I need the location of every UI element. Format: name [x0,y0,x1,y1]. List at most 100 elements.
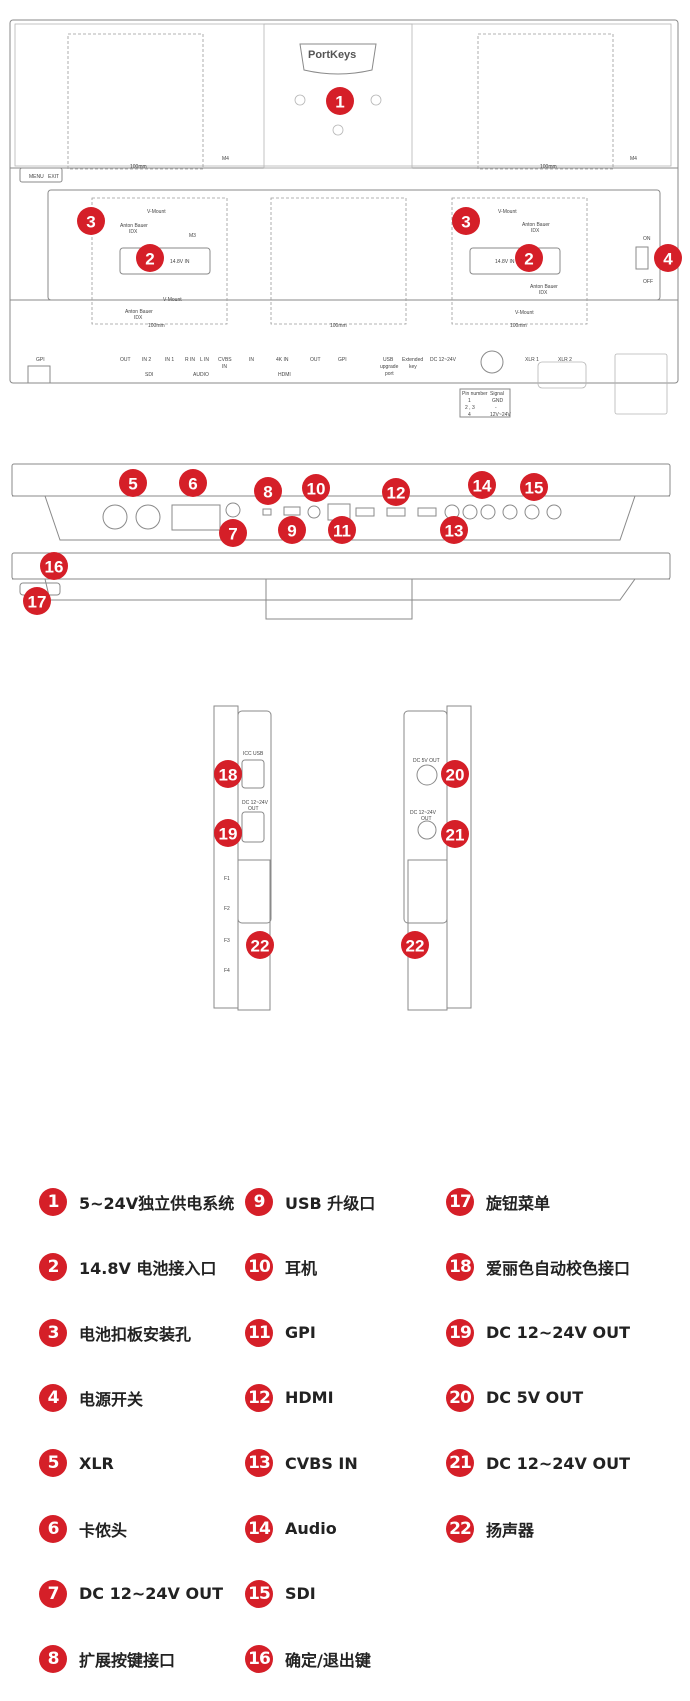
diagram-label: OUT [248,806,259,812]
diagram-label: 13 [445,522,464,541]
diagram-label: 14.8V IN [495,259,515,265]
legend-number-badge: 2 [39,1253,67,1282]
diagram-label: 12V~24V [490,412,511,418]
diagram-label: F4 [224,968,230,974]
diagram-label: XLR 2 [558,357,572,363]
diagram-shape [263,23,413,169]
diagram-shape [440,516,468,544]
diagram-label: 4 [663,250,673,269]
diagram-label: 20 [446,766,465,785]
diagram-label: IN [222,364,227,370]
legend-label: DC 12~24V OUT [79,1584,223,1604]
diagram-shape [469,247,561,275]
legend-number-badge: 15 [245,1579,273,1608]
diagram-shape [40,552,68,580]
exit-label: EXIT [48,174,59,180]
bottom-view [11,463,671,620]
diagram-label: 22 [251,937,270,956]
diagram-shape [119,247,211,275]
diagram-label: 100mm [330,323,347,329]
callout-18: 18 [214,760,242,788]
diagram-shape [241,759,265,789]
diagram-label: 10 [307,480,326,499]
legend-number-badge: 11 [245,1318,273,1347]
diagram-label: key [409,364,417,370]
diagram-shape [468,471,496,499]
diagram-shape [67,33,204,170]
side-views: ICC USB DC 12~24V OUT F1 F2 F3 F4 DC 5V … [213,705,472,1011]
diagram-shape [246,931,274,959]
diagram-shape [299,43,377,75]
diagram-shape [91,197,228,325]
legend-number-badge: 10 [245,1253,273,1282]
diagram-shape [614,353,668,415]
diagram-label: GND [492,398,504,404]
callout-5: 5 [119,469,147,497]
diagram-label: AUDIO [193,372,209,378]
diagram-label: L IN [200,357,209,363]
diagram-label: 4 [468,412,471,418]
legend-label: 扩展按键接口 [79,1651,176,1671]
port-labels: OUT IN 2 IN 1 R IN L IN CVBS IN 4K IN OU… [120,357,572,378]
legend-label: HDMI [285,1388,334,1408]
diagram-label: 3 [86,213,95,232]
callout-8: 8 [254,477,282,505]
diagram-shape [355,507,375,517]
diagram-label: Signal [490,391,504,397]
diagram-label: 3 [461,213,470,232]
diagram-label: 6 [188,475,197,494]
diagram-shape [515,244,543,272]
diagram-label: OUT [421,816,432,822]
diagram-label: 2 [145,250,154,269]
legend-number-badge: 20 [446,1383,474,1412]
diagram-shape [214,819,242,847]
diagram-shape [102,504,128,530]
diagram-shape [382,478,410,506]
diagram-label: CVBS [218,357,232,363]
legend-label: CVBS IN [285,1453,358,1473]
diagram-label: 100mm [540,164,557,170]
diagram-shape [635,246,649,270]
diagram-shape [537,361,587,389]
diagram-label: F1 [224,876,230,882]
diagram-label: DC 12~24V [430,357,457,363]
diagram-shape [452,207,480,235]
legend-number-badge: 5 [39,1449,67,1478]
idx-label: IDX [129,229,138,235]
diagram-label: 12 [387,484,406,503]
diagram-shape [12,578,670,601]
callout-21: 21 [441,820,469,848]
diagram-label: M4 [630,156,637,162]
diagram-label: Anton Bauer [125,309,153,315]
diagram-label: V-Mount [163,297,182,303]
diagram-shape [546,504,562,520]
diagram-shape [254,477,282,505]
diagram-shape [326,87,354,115]
diagram-shape [237,710,272,924]
diagram-shape [283,506,301,516]
pin-table: Pin number Signal 1 GND 2 , 3 - 4 12V~24… [459,388,511,418]
diagram-label: 8 [263,483,272,502]
diagram-shape [654,244,682,272]
callout-11: 11 [328,516,356,544]
diagram-shape [171,504,221,531]
rear-view: PortKeys 100mm 100mm M4 M4 MENU EXIT 14.… [9,19,679,418]
diagram-shape [225,502,241,518]
diagram-shape [119,469,147,497]
diagram-label: Anton Bauer [120,223,148,229]
diagram-shape [213,705,239,1009]
diagram-label: port [385,371,394,377]
legend-number-badge: 3 [39,1318,67,1347]
diagram-label: USB [383,357,394,363]
diagram-label: 9 [287,522,296,541]
diagram-label: upgrade [380,364,399,370]
diagram-label: 14.8V IN [170,259,190,265]
